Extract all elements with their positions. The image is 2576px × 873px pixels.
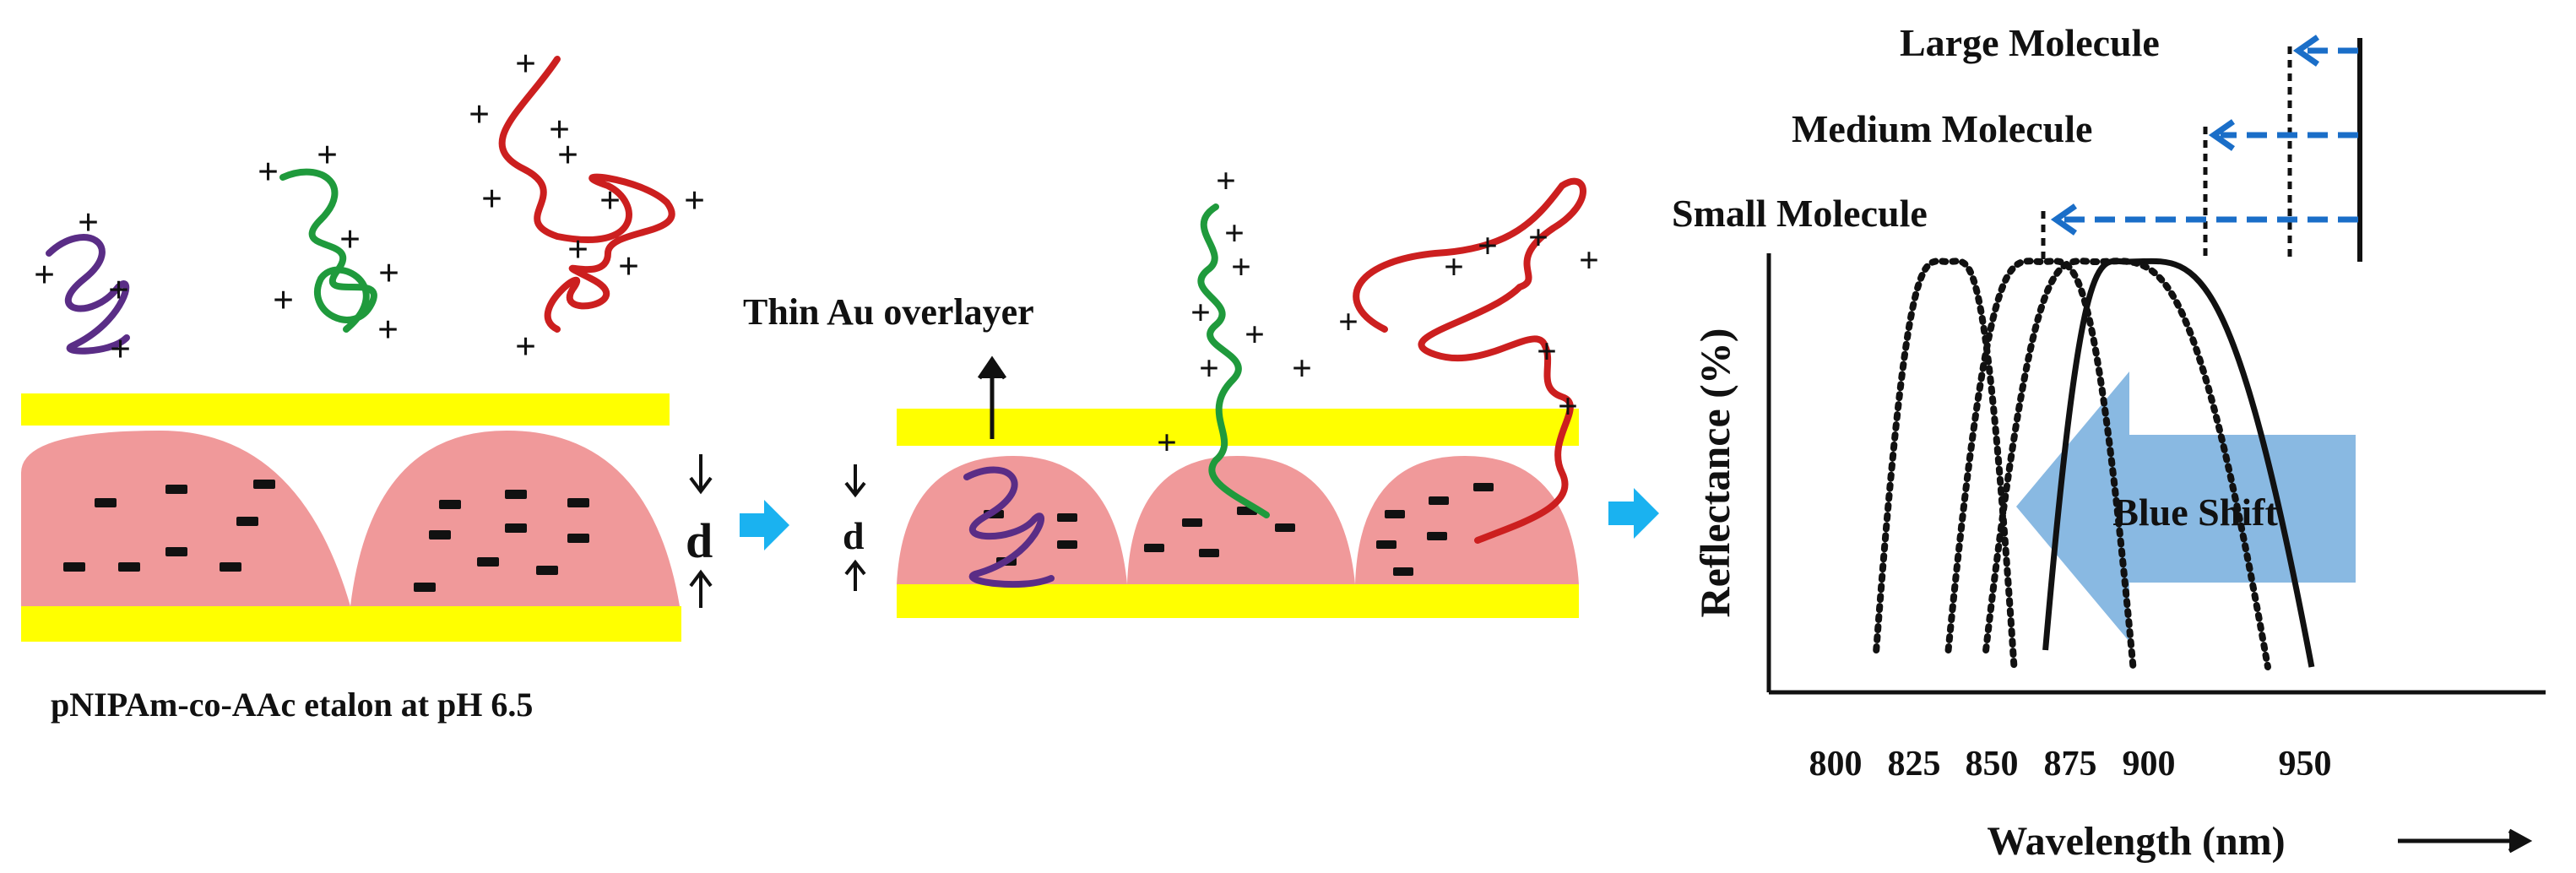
au-bottom-layer [897, 584, 1579, 618]
svg-text:+: + [515, 326, 536, 367]
reflectance-peaks [1873, 258, 2315, 670]
hydrogel-dome [21, 431, 350, 606]
svg-text:+: + [34, 254, 55, 296]
medium-molecule-chain [279, 168, 377, 333]
hydrogel-dome [1355, 456, 1579, 584]
svg-text:+: + [78, 202, 99, 243]
gap-label: d [843, 514, 865, 557]
svg-text:+: + [1216, 162, 1236, 201]
svg-text:+: + [1528, 219, 1548, 258]
svg-text:+: + [1190, 294, 1211, 333]
negative-charges [63, 480, 589, 592]
process-arrow [740, 500, 789, 550]
au-top-layer [21, 393, 670, 426]
small-molecule-chain [46, 234, 130, 355]
svg-text:+: + [108, 269, 129, 311]
svg-text:+: + [1338, 303, 1359, 342]
panel-2-etalon-with-molecules: d Thin Au overlayer + + + + + + + + + + … [743, 162, 1599, 618]
blue-shift-label: Blue Shift [2112, 491, 2278, 534]
large-molecule-chain [1353, 177, 1586, 544]
svg-text:+: + [110, 328, 131, 370]
gap-label: d [686, 513, 713, 568]
svg-text:+: + [1224, 214, 1245, 253]
svg-text:+: + [1292, 350, 1312, 388]
overlayer-label: Thin Au overlayer [743, 291, 1034, 333]
x-tick-label: 850 [1966, 745, 2019, 784]
small-molecule-label: Small Molecule [1672, 192, 1928, 235]
x-tick-labels: 800 825 850 875 900 950 [1809, 745, 2332, 784]
svg-text:+: + [1444, 248, 1464, 287]
svg-text:+: + [317, 134, 338, 176]
x-tick-label: 875 [2044, 745, 2097, 784]
x-tick-label: 900 [2123, 745, 2176, 784]
svg-text:+: + [258, 151, 279, 192]
svg-text:+: + [515, 43, 536, 84]
svg-text:+: + [481, 178, 502, 220]
blue-shift-arrow [2016, 371, 2356, 642]
reflectance-chart: Reflectance (%) Wavelength (nm) 800 825 … [1672, 21, 2546, 864]
gap-indicator [689, 454, 713, 608]
svg-text:+: + [599, 180, 621, 221]
svg-text:+: + [1537, 333, 1557, 371]
panel-1-etalon: d pNIPAm-co-AAc etalon at pH 6.5 + + + +… [21, 43, 713, 724]
y-axis-label: Reflectance (%) [1691, 328, 1738, 618]
x-tick-label: 950 [2279, 745, 2332, 784]
svg-text:+: + [567, 229, 588, 270]
svg-text:+: + [1245, 316, 1265, 355]
hydrogel-dome [897, 456, 1127, 584]
reflectance-peak-shifted-2 [1944, 258, 2137, 670]
x-axis-label-arrow [2398, 828, 2533, 854]
shift-arrowheads [2050, 35, 2319, 236]
svg-text:+: + [618, 246, 639, 287]
x-tick-label: 800 [1809, 745, 1863, 784]
hydrogel-dome [1127, 456, 1355, 584]
medium-molecule-chain [1197, 203, 1270, 518]
svg-text:+: + [557, 134, 578, 176]
au-top-layer [897, 409, 1579, 446]
positive-charges: + + + + + + + + + + + + + + + [1157, 162, 1599, 463]
svg-text:+: + [684, 180, 705, 221]
svg-text:+: + [273, 279, 294, 321]
x-tick-label: 825 [1888, 745, 1941, 784]
svg-text:+: + [1558, 388, 1578, 426]
hydrogel-dome [350, 431, 680, 606]
gap-indicator [844, 464, 866, 591]
svg-text:+: + [1157, 424, 1177, 463]
svg-text:+: + [339, 219, 361, 260]
shift-arrows [2060, 47, 2358, 223]
reflectance-peak-shifted-3 [1873, 258, 2018, 670]
overlayer-arrow [977, 355, 1007, 439]
process-arrow [1608, 488, 1659, 539]
svg-text:+: + [1478, 227, 1498, 266]
large-molecule-chain [498, 56, 675, 333]
etalon-caption: pNIPAm-co-AAc etalon at pH 6.5 [51, 686, 533, 724]
svg-text:+: + [469, 94, 490, 135]
svg-text:+: + [549, 109, 570, 150]
svg-text:+: + [377, 309, 399, 350]
svg-text:+: + [1579, 241, 1599, 280]
svg-text:+: + [378, 252, 399, 294]
medium-molecule-label: Medium Molecule [1792, 107, 2092, 150]
x-axis-label: Wavelength (nm) [1987, 819, 2285, 864]
svg-text:+: + [1199, 350, 1219, 388]
positive-charges: + + + + + + + + + + + + + + + + + + + + [34, 43, 705, 370]
svg-text:+: + [1231, 248, 1251, 287]
small-molecule-chain [963, 466, 1055, 588]
au-bottom-layer [21, 606, 681, 642]
reflectance-peak-shifted-1 [1982, 258, 2271, 670]
large-molecule-label: Large Molecule [1900, 21, 2160, 64]
